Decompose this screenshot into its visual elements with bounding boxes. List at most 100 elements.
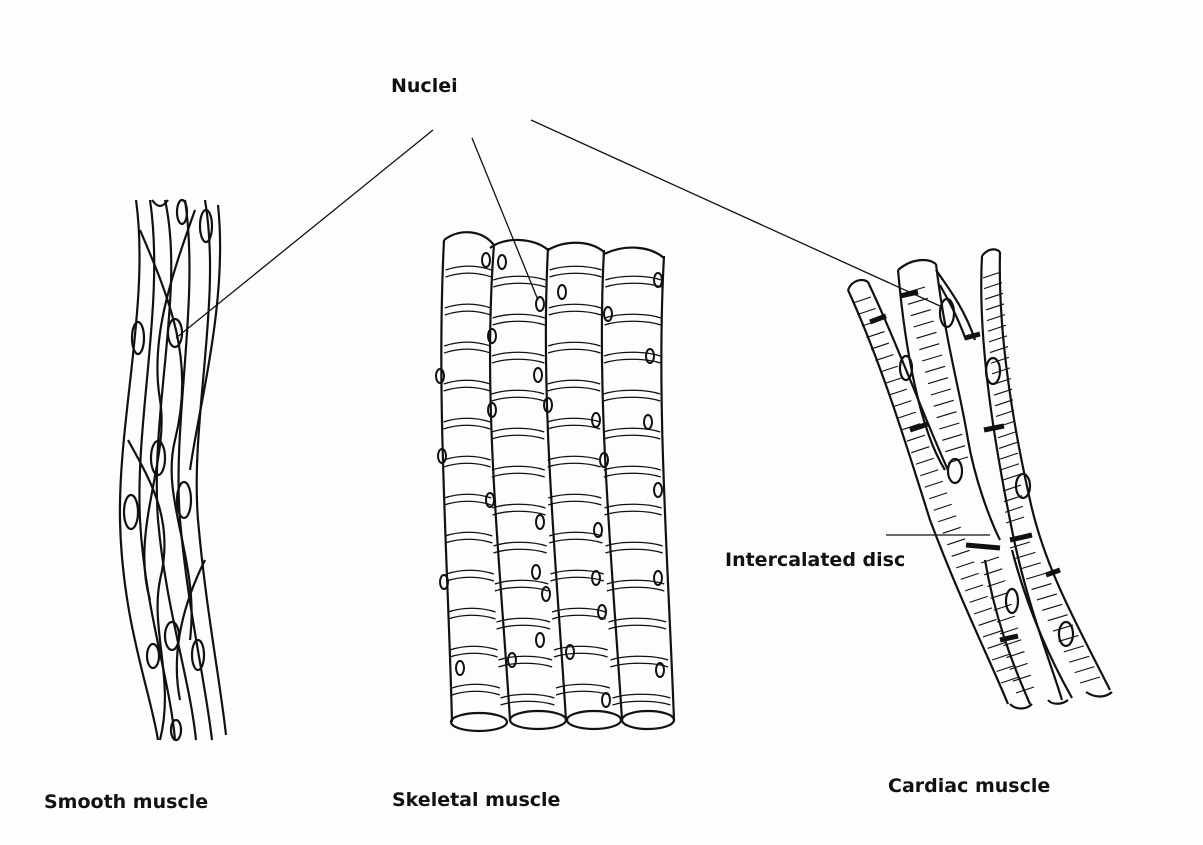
cardiac-striation	[916, 332, 936, 338]
leader-line-skeletal-nucleus	[472, 138, 538, 300]
skeletal-striation	[452, 691, 500, 695]
cardiac-striation	[943, 527, 961, 533]
skeletal-striation	[604, 428, 661, 432]
cardiac-striation	[1026, 573, 1046, 579]
skeletal-striation	[549, 304, 601, 308]
cardiac-striation	[893, 401, 911, 407]
label-smooth-muscle: Smooth muscle	[44, 791, 208, 813]
smooth-nucleus	[147, 644, 159, 668]
skeletal-striation	[492, 504, 545, 508]
cardiac-striation	[965, 585, 983, 591]
cardiac-striation	[961, 573, 979, 579]
skeletal-striation	[604, 397, 661, 401]
skeletal-nucleus	[604, 307, 612, 321]
skeletal-fiber-end	[451, 713, 507, 731]
smooth-nucleus	[124, 495, 138, 529]
skeletal-striation	[605, 321, 661, 325]
label-nuclei: Nuclei	[391, 75, 458, 97]
skeletal-nucleus	[536, 515, 544, 529]
smooth-fiber-outline	[144, 210, 195, 600]
skeletal-striation	[609, 625, 667, 629]
skeletal-striation	[607, 587, 664, 591]
skeletal-striation	[492, 352, 544, 356]
skeletal-striation	[497, 618, 551, 622]
skeletal-striation	[446, 273, 492, 277]
cardiac-striation	[925, 366, 945, 372]
skeletal-nucleus	[654, 483, 662, 497]
skeletal-striation	[548, 494, 601, 498]
skeletal-striation	[604, 511, 661, 515]
cardiac-striation	[942, 434, 962, 440]
cardiac-fiber-outline	[848, 280, 868, 290]
cardiac-striation	[908, 298, 928, 304]
skeletal-fiber-outline	[661, 256, 674, 720]
skeletal-fiber-outline	[490, 240, 548, 250]
cardiac-fiber-outline	[898, 260, 936, 270]
label-intercalated-disc: Intercalated disc	[725, 549, 905, 571]
cardiac-fiber-outline	[868, 282, 948, 470]
cardiac-striation	[983, 631, 1001, 637]
skeletal-striation	[492, 511, 545, 515]
cardiac-fiber-outline	[1000, 252, 1110, 690]
cardiac-striation	[997, 421, 1015, 427]
cardiac-striation	[974, 608, 992, 614]
cardiac-striation	[947, 539, 965, 545]
skeletal-striation	[444, 349, 490, 353]
skeletal-striation	[446, 570, 493, 574]
skeletal-fiber-outline	[444, 232, 494, 245]
skeletal-striation	[444, 463, 491, 467]
skeletal-striation	[444, 494, 491, 498]
skeletal-nucleus	[532, 565, 540, 579]
skeletal-nucleus	[602, 693, 610, 707]
cardiac-striation	[956, 562, 974, 568]
skeletal-striation	[450, 646, 498, 650]
skeletal-striation	[495, 580, 548, 584]
skeletal-fiber-outline	[604, 248, 664, 258]
skeletal-fiber-outline	[548, 243, 604, 252]
cardiac-striation	[866, 332, 884, 338]
skeletal-striations	[443, 266, 670, 705]
intercalated-disc	[966, 545, 1000, 548]
skeletal-striation	[605, 283, 661, 287]
skeletal-striation	[492, 390, 545, 394]
skeletal-striation	[609, 618, 667, 622]
cardiac-striation	[1058, 635, 1078, 641]
cardiac-striation	[907, 435, 925, 441]
cardiac-striation	[1010, 542, 1030, 548]
cardiac-striation	[919, 344, 939, 350]
label-skeletal-muscle: Skeletal muscle	[392, 789, 560, 811]
skeletal-striation	[605, 314, 661, 318]
skeletal-striation	[448, 615, 496, 619]
skeletal-striation	[548, 456, 601, 460]
cardiac-striation	[952, 550, 970, 556]
skeletal-nucleus	[534, 368, 542, 382]
smooth-fiber-outline	[179, 200, 212, 740]
cardiac-striation	[934, 504, 952, 510]
skeletal-nucleus	[536, 633, 544, 647]
skeletal-striation	[446, 577, 493, 581]
skeletal-striation	[445, 311, 491, 315]
skeletal-striation	[444, 342, 490, 346]
skeletal-striation	[604, 466, 661, 470]
smooth-nucleus	[200, 210, 212, 242]
skeletal-nucleus	[536, 297, 544, 311]
skeletal-striation	[492, 359, 544, 363]
cardiac-striation	[871, 343, 889, 349]
skeletal-striation	[548, 342, 600, 346]
cardiac-muscle-drawing	[848, 249, 1112, 708]
skeletal-striation	[492, 435, 545, 439]
skeletal-striation	[550, 577, 603, 581]
cardiac-striation	[999, 442, 1017, 448]
skeletal-nucleus	[508, 653, 516, 667]
skeletal-nucleus	[558, 285, 566, 299]
cardiac-striation	[970, 596, 988, 602]
cardiac-fiber-outline	[1048, 700, 1068, 704]
skeletal-nucleus	[456, 661, 464, 675]
leader-line-cardiac-nucleus	[531, 120, 940, 306]
smooth-fiber-outline	[197, 200, 226, 735]
skeletal-striation	[604, 473, 661, 477]
skeletal-striation	[493, 542, 546, 546]
cardiac-striation	[920, 470, 938, 476]
cardiac-striation	[945, 446, 965, 452]
intercalated-disc	[1000, 636, 1018, 640]
